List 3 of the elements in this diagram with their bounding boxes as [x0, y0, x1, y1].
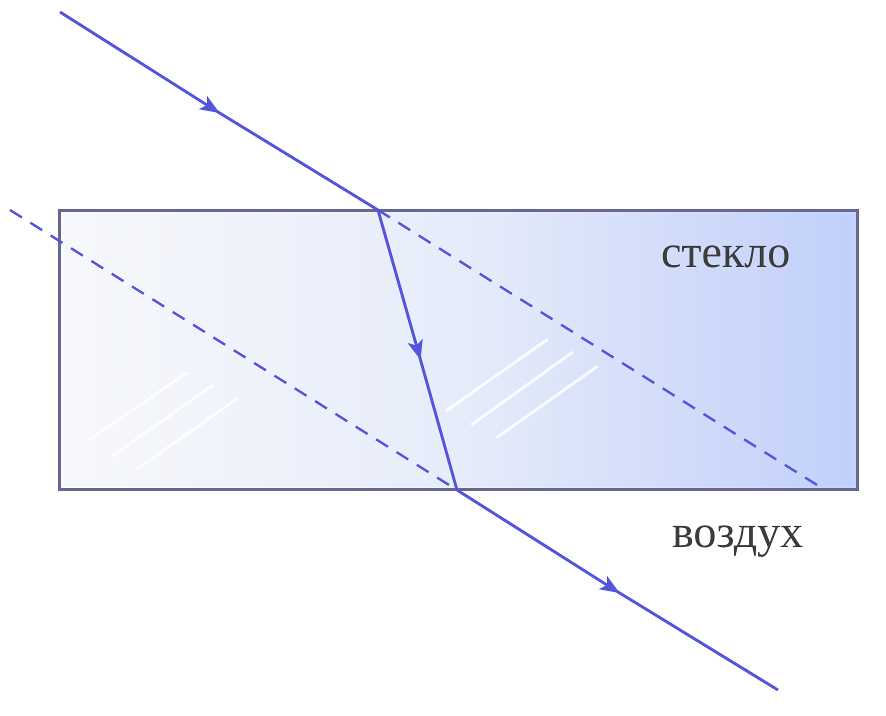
material-label: воздух — [672, 505, 804, 558]
material-label: стекло — [661, 225, 790, 278]
glass-slab — [58, 209, 859, 491]
